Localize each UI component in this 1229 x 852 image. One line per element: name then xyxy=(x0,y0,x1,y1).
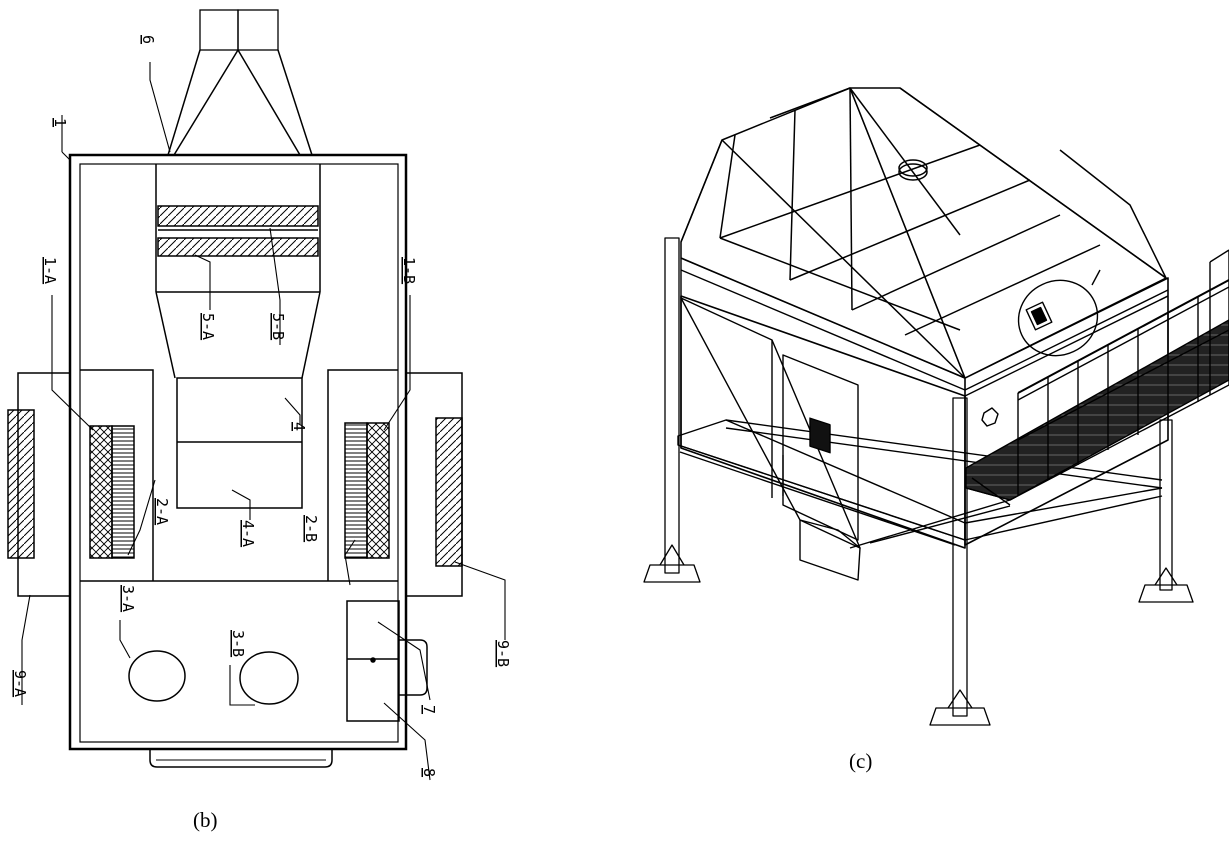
control-box xyxy=(346,600,400,722)
coil-2-b xyxy=(344,422,368,559)
left-bay xyxy=(80,369,154,581)
handrail xyxy=(1017,249,1229,495)
right-bay xyxy=(327,369,398,581)
side-unit-9-a xyxy=(7,372,71,597)
pump-3-b xyxy=(239,651,299,705)
exhaust-duct xyxy=(167,9,313,156)
coil-2-a xyxy=(111,425,135,559)
filter-chamber xyxy=(155,164,321,379)
central-block xyxy=(176,377,303,509)
label-5-a: 5-A xyxy=(199,313,217,340)
label-9-a: 9-A xyxy=(11,670,29,697)
label-1-b: 1-B xyxy=(400,257,418,284)
inner-housing xyxy=(79,163,399,743)
pump-3-a xyxy=(128,650,186,702)
label-9-b: 9-B xyxy=(494,640,512,667)
label-8: 8 xyxy=(420,768,438,777)
bottom-skid xyxy=(149,749,333,768)
access-hatch xyxy=(1017,269,1101,357)
media-1-b xyxy=(366,422,390,559)
roof-hood xyxy=(680,87,1167,379)
label-5-b: 5-B xyxy=(269,313,287,340)
label-6: 6 xyxy=(139,35,157,44)
label-4-a: 4-A xyxy=(239,520,257,547)
label-1-a: 1-A xyxy=(41,257,59,284)
side-unit-9-b xyxy=(405,372,463,597)
label-7: 7 xyxy=(420,705,438,714)
label-1: 1 xyxy=(51,118,69,127)
filter-5-a xyxy=(157,237,319,257)
isometric-view-c xyxy=(643,87,1229,726)
media-1-a xyxy=(89,425,113,559)
label-2-b: 2-B xyxy=(302,515,320,542)
lower-frame xyxy=(677,419,1163,546)
label-3-b: 3-B xyxy=(229,630,247,657)
caption-c: (c) xyxy=(849,749,873,773)
label-3-a: 3-A xyxy=(119,585,137,612)
caption-b: (b) xyxy=(193,808,218,832)
label-4: 4 xyxy=(290,422,308,431)
label-2-a: 2-A xyxy=(153,498,171,525)
plan-view-b: 1 1-A 1-B 2-A 2-B 3-A 3-B 4 4-A 5-A 5-B … xyxy=(7,9,512,781)
side-handle xyxy=(398,639,428,696)
plan-labels: 1 1-A 1-B 2-A 2-B 3-A 3-B 4 4-A 5-A 5-B … xyxy=(11,35,512,777)
filter-5-b xyxy=(157,205,319,227)
